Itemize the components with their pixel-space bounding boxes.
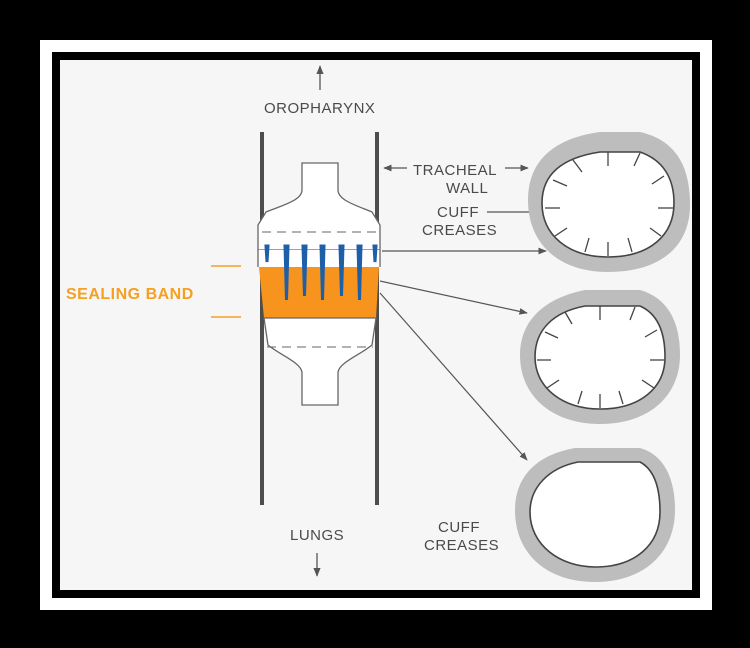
cuff-lower — [263, 317, 377, 406]
cross-section-1 — [528, 132, 690, 272]
pointer-to-section-2 — [379, 280, 528, 315]
cuff-creases-bottom-label-1: CUFF — [438, 519, 480, 536]
tracheal-wall-label-1: TRACHEAL — [413, 162, 497, 179]
cuff-creases-label-2: CREASES — [422, 222, 497, 239]
cuff-upper — [257, 162, 381, 251]
pointer-to-section-3 — [379, 292, 528, 461]
tracheal-wall-label-2: WALL — [446, 180, 488, 197]
cuff-creases-label-1: CUFF — [437, 204, 479, 221]
crease-marks — [264, 244, 378, 301]
oropharynx-label: OROPHARYNX — [264, 100, 375, 117]
sealing-band — [259, 267, 379, 318]
cuff-creases-bottom-label-2: CREASES — [424, 537, 499, 554]
sealing-band-label: SEALING BAND — [66, 286, 194, 303]
cross-section-2 — [520, 290, 680, 424]
cross-section-3 — [515, 448, 675, 582]
lungs-label: LUNGS — [290, 527, 344, 544]
